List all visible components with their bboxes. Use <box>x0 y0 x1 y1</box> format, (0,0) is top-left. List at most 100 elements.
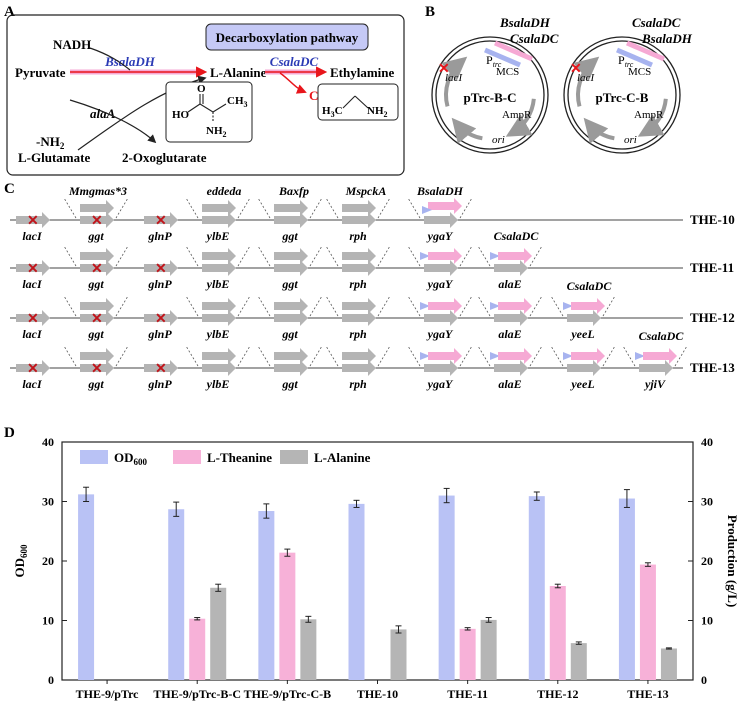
csaladc-gene-arrow <box>498 298 532 314</box>
knockout-mark: ✕ <box>27 214 39 229</box>
locus-label: ggt <box>87 377 104 391</box>
locus-label: rph <box>349 327 367 341</box>
y-tick-label-right: 20 <box>701 554 713 568</box>
csaladc-label: CsalaDC <box>494 229 540 243</box>
bar-OD600 <box>78 494 95 680</box>
locus-label: rph <box>349 229 367 243</box>
promoter-triangle <box>563 352 573 360</box>
x-tick-label: THE-10 <box>357 687 398 701</box>
plasmid-gene1-label: BsalaDH <box>499 15 551 30</box>
native-gene-arrow <box>16 310 50 326</box>
struct-ho: HO <box>172 109 190 121</box>
locus-label: ggt <box>281 327 298 341</box>
inserted-gene-arrow <box>202 298 236 314</box>
top-gene-label: eddeda <box>207 184 242 198</box>
y-tick-label-right: 30 <box>701 495 713 509</box>
panel-letter-c: C <box>4 181 15 197</box>
bar-L-Alanine <box>660 648 677 680</box>
promoter-triangle <box>563 302 573 310</box>
panel-letter-b: B <box>425 4 435 20</box>
native-gene-arrow <box>342 212 376 228</box>
native-gene-arrow <box>494 310 528 326</box>
alanine-label: L-Alanine <box>210 65 267 80</box>
knockout-mark: ✕ <box>155 312 167 327</box>
locus-label: rph <box>349 277 367 291</box>
inserted-gene-arrow <box>80 348 114 364</box>
locus-label: alaE <box>498 277 521 291</box>
csaladc-gene-arrow <box>498 248 532 264</box>
native-gene-arrow <box>424 260 458 276</box>
csaladc-gene-arrow <box>643 348 677 364</box>
bsaladh-gene-arrow <box>428 198 462 214</box>
x-tick-label: THE-13 <box>627 687 668 701</box>
inserted-gene-arrow <box>342 298 376 314</box>
locus-label: glnP <box>147 229 172 243</box>
plasmid-gene1-label: CsalaDC <box>632 15 681 30</box>
native-gene-arrow <box>16 260 50 276</box>
ampr-label: AmpR <box>502 109 532 121</box>
panel-letter-a: A <box>4 4 15 20</box>
ampr-arc <box>637 98 668 137</box>
laci-knockout-mark: ✕ <box>438 62 450 77</box>
csaladc-gene-arrow <box>428 248 462 264</box>
oxoglutarate-label: 2-Oxoglutarate <box>122 150 207 165</box>
bar-OD600 <box>438 495 455 680</box>
locus-label: ggt <box>87 229 104 243</box>
strain-label: THE-11 <box>690 260 734 275</box>
top-gene-label: BsalaDH <box>416 184 464 198</box>
bar-L-Theanine <box>459 628 476 680</box>
plasmid-pTrc-C-B: CsalaDCBsalaDHPtrcMCSlacI✕pTrc-C-BAmpRor… <box>563 15 693 154</box>
native-gene-arrow <box>274 260 308 276</box>
transamination-arrow-out <box>69 99 157 144</box>
knockout-mark: ✕ <box>91 312 103 327</box>
plasmid-inner-ring <box>567 40 677 150</box>
bar-OD600 <box>528 496 545 680</box>
csaladc-label: CsalaDC <box>567 279 613 293</box>
locus-label: ggt <box>87 327 104 341</box>
plasmid-gene2-label: CsalaDC <box>510 31 559 46</box>
locus-label: ylbE <box>205 377 230 391</box>
locus-label: ggt <box>281 377 298 391</box>
ethylamine-structure-box <box>317 83 399 121</box>
laci-label: lacI <box>577 72 595 84</box>
nadh-label: NADH <box>53 37 91 52</box>
native-gene-arrow <box>16 360 50 376</box>
locus-label: glnP <box>147 377 172 391</box>
promoter-triangle <box>490 352 500 360</box>
strain-label: THE-12 <box>690 310 735 325</box>
plasmid-name: pTrc-C-B <box>596 90 649 105</box>
locus-label: ggt <box>281 229 298 243</box>
native-gene-arrow <box>144 212 178 228</box>
native-gene-arrow <box>424 212 458 228</box>
bar-L-Alanine <box>210 587 227 680</box>
native-gene-arrow <box>274 212 308 228</box>
csaladc-gene-arrow <box>571 298 605 314</box>
enzyme-csaladc-label: CsalaDC <box>270 54 319 69</box>
enzyme-bsaladh-label: BsalaDH <box>104 54 156 69</box>
mcs-label: MCS <box>628 66 651 78</box>
ori-label: ori <box>624 134 637 146</box>
y-axis-title-right: Production (g/L) <box>725 515 737 608</box>
y-tick-label-left: 0 <box>48 673 54 687</box>
bar-L-Alanine <box>300 619 317 680</box>
csaladc-gene-arrow <box>428 348 462 364</box>
bar-L-Alanine <box>390 629 407 680</box>
native-gene-arrow <box>80 260 114 276</box>
promoter-label: Ptrc <box>618 53 634 69</box>
locus-label: ylbE <box>205 327 230 341</box>
panel-b: B BsalaDHCsalaDCPtrcMCSlacI✕pTrc-B-CAmpR… <box>425 4 693 154</box>
alanine-structure-box <box>165 81 253 143</box>
locus-label: ggt <box>87 277 104 291</box>
inserted-gene-arrow <box>342 248 376 264</box>
ampr-arc <box>505 98 536 137</box>
native-gene-arrow <box>202 310 236 326</box>
bar-L-Theanine <box>549 585 566 680</box>
promoter-triangle <box>420 252 430 260</box>
locus-label: lacI <box>22 327 43 341</box>
knockout-mark: ✕ <box>27 262 39 277</box>
inserted-gene-arrow <box>274 348 308 364</box>
struct-ch3: CH3 <box>227 95 248 109</box>
locus-label: alaE <box>498 377 521 391</box>
